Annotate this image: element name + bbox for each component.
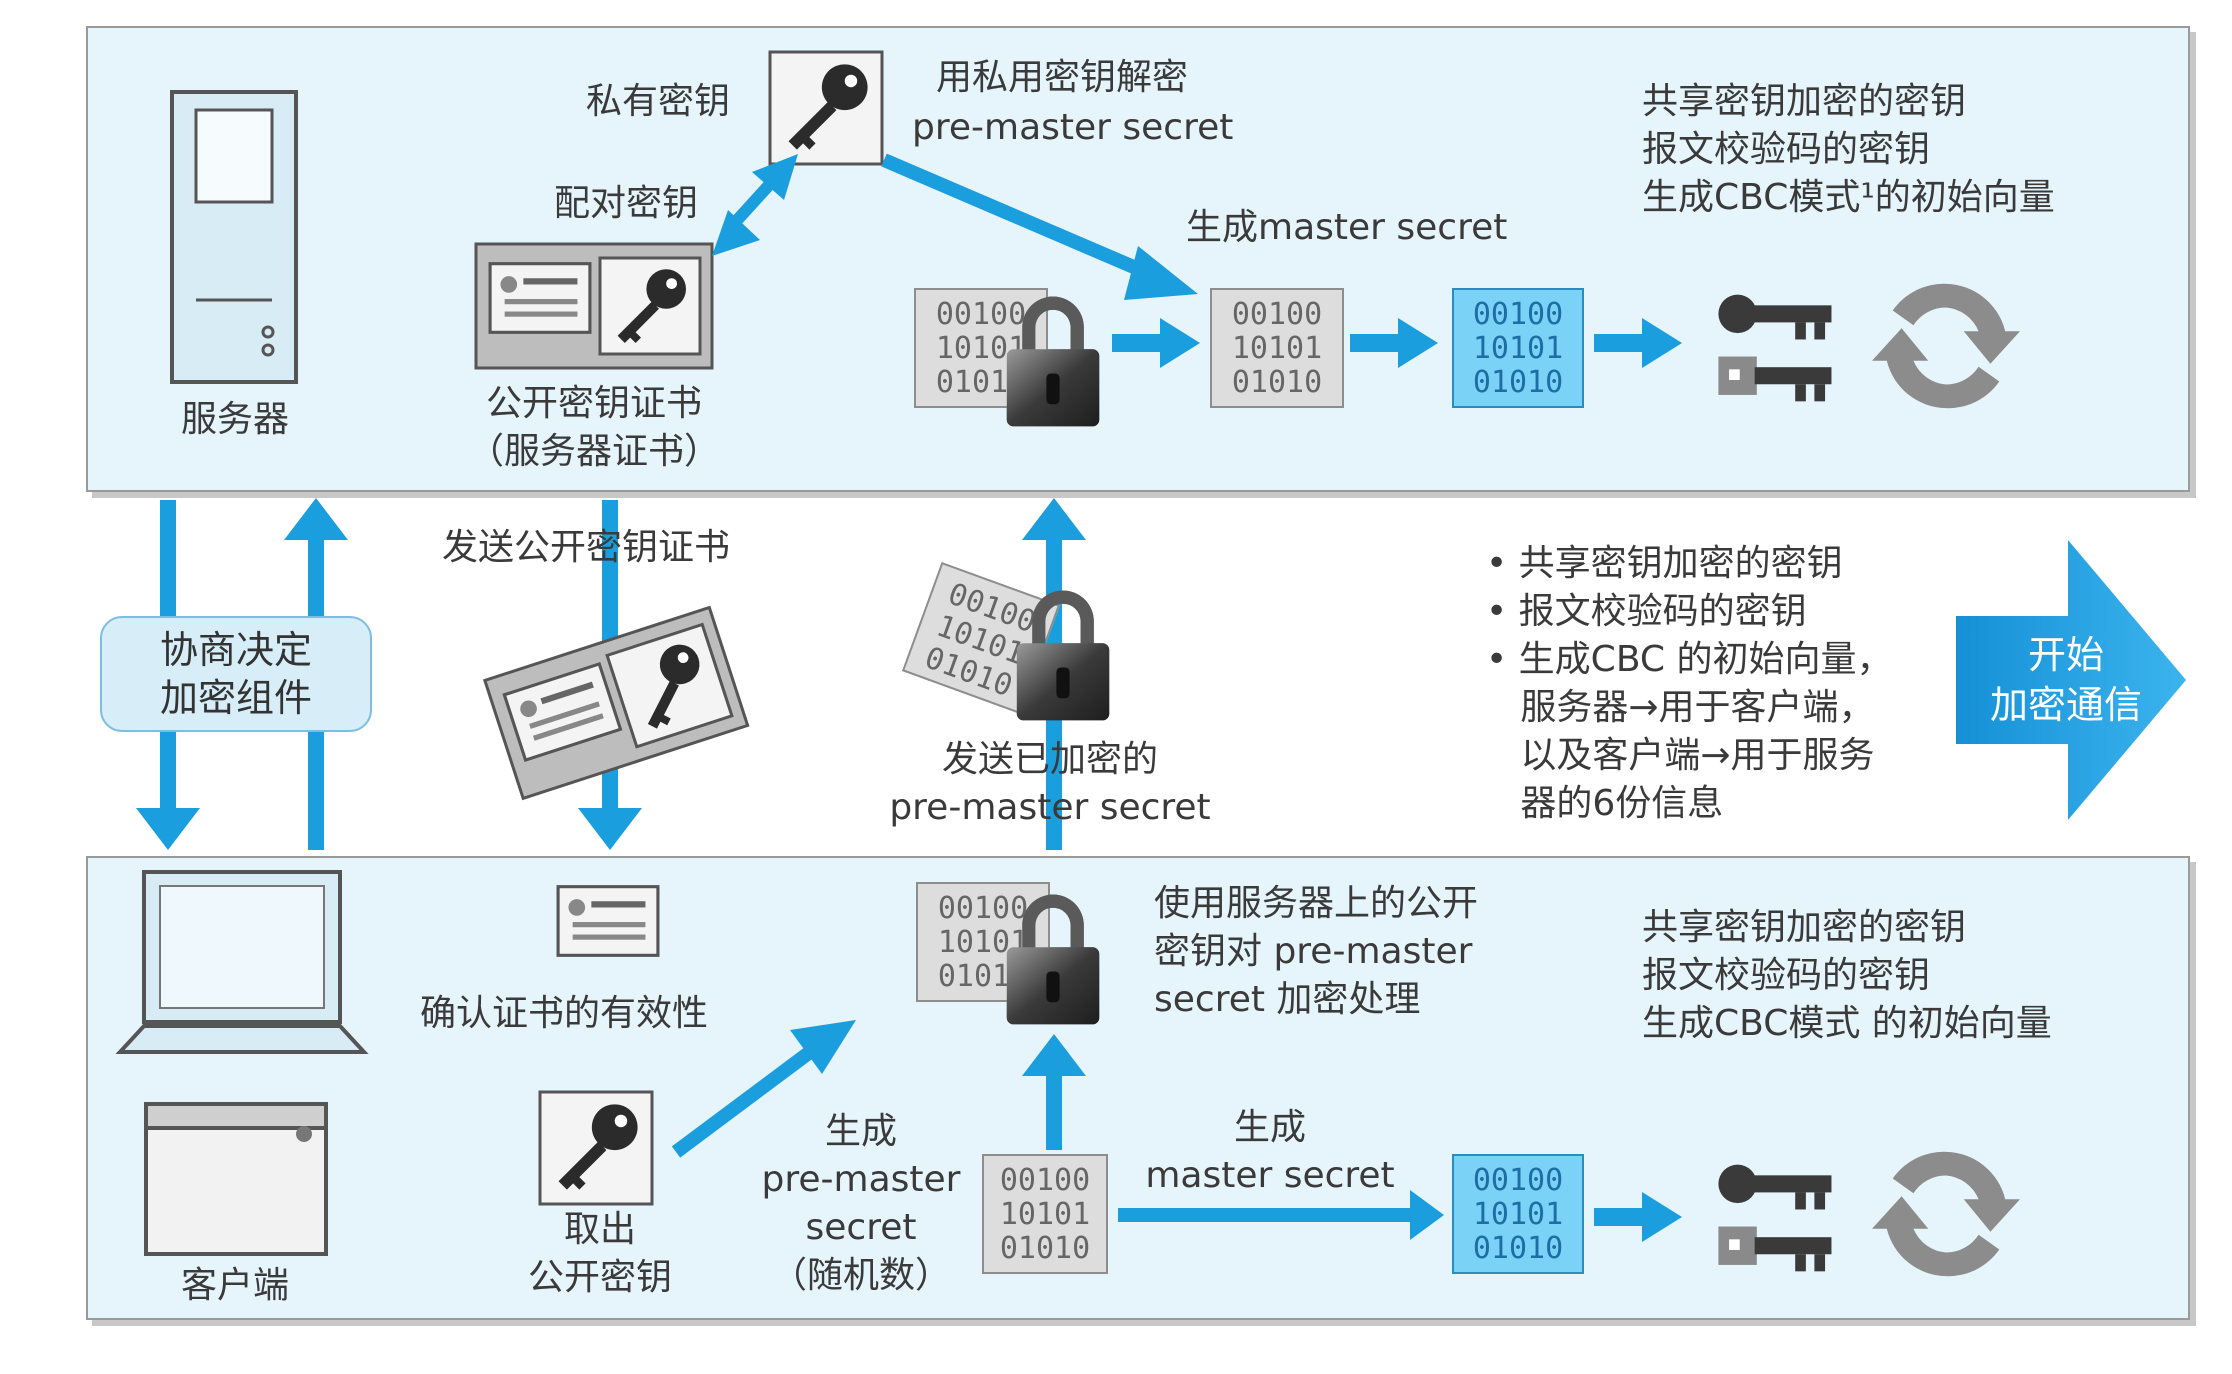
generate-master-label: 生成master secret xyxy=(1186,207,1508,248)
server-flow-arrows xyxy=(1112,318,1682,368)
pre-master-random-bits: 00100 10101 01010 xyxy=(982,1154,1108,1274)
client-keys-line-3: 生成CBC模式 的初始向量 xyxy=(1642,1003,2052,1044)
generate-pre-master-label-1: 生成 xyxy=(824,1111,897,1152)
shared-info-list: • 共享密钥加密的密钥 • 报文校验码的密钥 • 生成CBC 的初始向量， 服务… xyxy=(1486,540,1892,828)
server-keys-line-2: 报文校验码的密钥 xyxy=(1642,129,1931,170)
shared-info-item: 服务器→用于客户端， xyxy=(1486,687,1875,728)
certificate-label-2: （服务器证书） xyxy=(467,431,720,472)
client-keys-line-2: 报文校验码的密钥 xyxy=(1642,955,1931,996)
shared-info-item: 以及客户端→用于服务 xyxy=(1486,735,1875,776)
send-certificate-label: 发送公开密钥证书 xyxy=(442,527,731,568)
start-encryption-button: 开始 加密通信 xyxy=(1956,540,2200,820)
pair-key-arrow xyxy=(712,154,798,256)
pair-key-label: 配对密钥 xyxy=(554,183,699,224)
extract-public-key-icon xyxy=(538,1090,654,1206)
server-icon xyxy=(170,90,298,384)
shared-info-item: • 共享密钥加密的密钥 xyxy=(1486,543,1843,584)
client-cycle-icon xyxy=(1872,1151,2020,1277)
client-encrypted-bits: 00100 10101 01010 xyxy=(916,882,1050,1002)
generate-master-label-1: 生成 xyxy=(1233,1107,1306,1148)
start-encryption-arrow xyxy=(1956,540,2186,820)
generate-pre-master-label-2: pre-master xyxy=(761,1159,961,1200)
encrypt-label-3: secret 加密处理 xyxy=(1154,979,1421,1020)
server-label: 服务器 xyxy=(180,399,289,440)
shared-info-item: • 报文校验码的密钥 xyxy=(1486,591,1807,632)
decrypt-arrow xyxy=(881,153,1198,300)
server-keys-line-3: 生成CBC模式¹的初始向量 xyxy=(1642,177,2055,218)
client-flow-arrow xyxy=(1594,1192,1682,1242)
client-keys-icon xyxy=(1718,1164,1832,1272)
certificate-in-transit-icon xyxy=(482,605,750,801)
server-keys-icon xyxy=(1718,294,1832,402)
private-key-label: 私有密钥 xyxy=(586,81,731,122)
generate-pre-master-label-4: （随机数） xyxy=(770,1255,951,1296)
client-keys-line-1: 共享密钥加密的密钥 xyxy=(1642,907,1967,948)
client-label: 客户端 xyxy=(180,1265,289,1306)
server-keys-line-1: 共享密钥加密的密钥 xyxy=(1642,81,1967,122)
client-panel xyxy=(86,856,2190,1320)
encrypt-label-2: 密钥对 pre-master xyxy=(1154,931,1473,972)
laptop-icon xyxy=(115,870,369,1054)
generate-master-label-2: master secret xyxy=(1145,1155,1395,1196)
encrypt-up-arrow xyxy=(1022,1034,1086,1150)
generate-master-arrow xyxy=(1118,1190,1444,1240)
verify-certificate-label: 确认证书的有效性 xyxy=(420,993,709,1034)
negotiate-cipher-suite-box: 协商决定 加密组件 xyxy=(100,616,372,732)
send-encrypted-label-2: pre-master secret xyxy=(889,787,1211,828)
client-master-secret-bits: 00100 10101 01010 xyxy=(1452,1154,1584,1274)
certificate-check-icon xyxy=(556,885,660,957)
generate-pre-master-label-3: secret xyxy=(805,1207,917,1248)
send-encrypted-label-1: 发送已加密的 xyxy=(941,739,1158,780)
server-master-secret-bits: 00100 10101 01010 xyxy=(1452,288,1584,408)
generate-pre-master-arrow xyxy=(671,1020,856,1158)
negotiate-label: 协商决定 加密组件 xyxy=(159,628,312,720)
decrypt-label-2: pre-master secret xyxy=(912,107,1234,148)
server-master-secret-gray-bits: 00100 10101 01010 xyxy=(1210,288,1344,408)
public-key-certificate-icon xyxy=(474,242,714,370)
extract-key-label-1: 取出 xyxy=(563,1209,636,1250)
server-cycle-icon xyxy=(1872,283,2020,409)
extract-key-label-2: 公开密钥 xyxy=(527,1257,672,1298)
start-encryption-label: 开始 加密通信 xyxy=(1989,633,2142,727)
certificate-label-1: 公开密钥证书 xyxy=(485,383,702,424)
private-key-icon xyxy=(768,50,884,166)
browser-window-icon xyxy=(144,1102,328,1256)
encrypt-label-1: 使用服务器上的公开 xyxy=(1154,883,1479,924)
encrypted-pre-master-bits: 00100 10101 01010 xyxy=(914,288,1048,408)
decrypt-label-1: 用私用密钥解密 xyxy=(936,57,1189,98)
shared-info-item: • 生成CBC 的初始向量， xyxy=(1486,639,1893,680)
shared-info-item: 器的6份信息 xyxy=(1486,783,1724,824)
